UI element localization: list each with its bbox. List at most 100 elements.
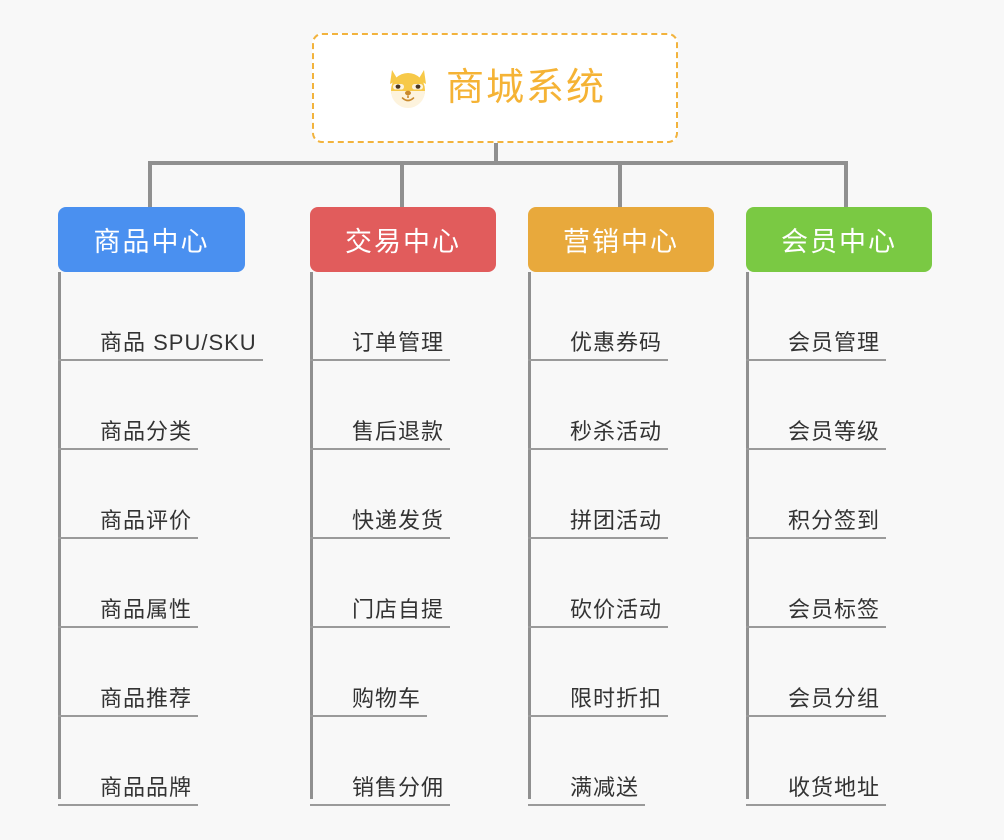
leaf-item[interactable]: 秒杀活动 (528, 361, 714, 450)
connector-drop-1 (148, 161, 152, 208)
branch-header-4[interactable]: 会员中心 (746, 207, 932, 272)
leaf-item[interactable]: 商品推荐 (58, 628, 245, 717)
leaf-underline (310, 626, 450, 628)
leaf-label: 商品品牌 (100, 774, 193, 800)
leaf-item[interactable]: 商品 SPU/SKU (58, 272, 263, 361)
leaf-underline (310, 359, 450, 361)
leaf-label: 收货地址 (788, 774, 881, 800)
leaf-underline (528, 804, 645, 806)
leaf-item[interactable]: 拼团活动 (528, 450, 714, 539)
leaf-label: 会员等级 (788, 418, 881, 444)
leaf-underline (746, 359, 886, 361)
connector-drop-3 (618, 161, 622, 208)
branch-column-2: 交易中心订单管理售后退款快递发货门店自提购物车销售分佣 (310, 207, 496, 806)
branch-header-2[interactable]: 交易中心 (310, 207, 496, 272)
leaf-item[interactable]: 会员标签 (746, 539, 932, 628)
branch-spine-1 (58, 272, 61, 799)
leaf-underline (310, 448, 450, 450)
leaf-item[interactable]: 会员分组 (746, 628, 932, 717)
shiba-dog-icon (384, 64, 432, 112)
branch-spine-3 (528, 272, 531, 799)
leaf-item[interactable]: 快递发货 (310, 450, 496, 539)
leaf-item[interactable]: 满减送 (528, 717, 714, 806)
connector-root-stem (494, 143, 498, 164)
leaf-item[interactable]: 订单管理 (310, 272, 496, 361)
leaf-label: 会员分组 (788, 685, 881, 711)
branch-header-3[interactable]: 营销中心 (528, 207, 714, 272)
branch-column-3: 营销中心优惠券码秒杀活动拼团活动砍价活动限时折扣满减送 (528, 207, 714, 806)
leaf-item[interactable]: 砍价活动 (528, 539, 714, 628)
branch-column-1: 商品中心商品 SPU/SKU 商品分类商品评价商品属性商品推荐商品品牌 (58, 207, 263, 806)
leaf-label: 售后退款 (352, 418, 445, 444)
leaf-label: 积分签到 (788, 507, 881, 533)
leaf-underline (58, 448, 198, 450)
leaf-label: 会员标签 (788, 596, 881, 622)
leaf-underline (746, 537, 886, 539)
leaf-underline (528, 448, 668, 450)
leaf-underline (746, 715, 886, 717)
branch-header-label: 会员中心 (781, 227, 897, 257)
leaf-label: 满减送 (570, 774, 640, 800)
leaf-label: 商品分类 (100, 418, 193, 444)
leaf-underline (746, 626, 886, 628)
leaf-underline (310, 537, 450, 539)
leaf-label: 拼团活动 (570, 507, 663, 533)
leaf-label: 购物车 (352, 685, 422, 711)
leaf-label: 门店自提 (352, 596, 445, 622)
leaf-item[interactable]: 会员管理 (746, 272, 932, 361)
branch-column-4: 会员中心会员管理会员等级积分签到会员标签会员分组收货地址 (746, 207, 932, 806)
branch-header-1[interactable]: 商品中心 (58, 207, 245, 272)
leaf-list-4: 会员管理会员等级积分签到会员标签会员分组收货地址 (746, 272, 932, 806)
leaf-item[interactable]: 商品评价 (58, 450, 245, 539)
connector-drop-2 (400, 161, 404, 208)
leaf-underline (528, 537, 668, 539)
connector-horizontal-bus (148, 161, 848, 165)
leaf-label: 快递发货 (352, 507, 445, 533)
root-node[interactable]: 商城系统 (312, 33, 678, 143)
leaf-underline (58, 626, 198, 628)
leaf-label: 销售分佣 (352, 774, 445, 800)
leaf-list-3: 优惠券码秒杀活动拼团活动砍价活动限时折扣满减送 (528, 272, 714, 806)
leaf-underline (528, 359, 668, 361)
leaf-underline (58, 359, 263, 361)
leaf-underline (746, 804, 886, 806)
leaf-label: 商品评价 (100, 507, 193, 533)
root-title: 商城系统 (445, 67, 606, 109)
leaf-item[interactable]: 商品属性 (58, 539, 245, 628)
branch-spine-2 (310, 272, 313, 799)
leaf-item[interactable]: 限时折扣 (528, 628, 714, 717)
leaf-underline (310, 804, 450, 806)
leaf-underline (746, 448, 886, 450)
leaf-item[interactable]: 积分签到 (746, 450, 932, 539)
connector-drop-4 (844, 161, 848, 208)
leaf-item[interactable]: 销售分佣 (310, 717, 496, 806)
leaf-item[interactable]: 商品分类 (58, 361, 245, 450)
leaf-underline (528, 715, 668, 717)
leaf-item[interactable]: 门店自提 (310, 539, 496, 628)
leaf-item[interactable]: 商品品牌 (58, 717, 245, 806)
branch-header-label: 交易中心 (345, 227, 461, 257)
leaf-item[interactable]: 优惠券码 (528, 272, 714, 361)
leaf-item[interactable]: 售后退款 (310, 361, 496, 450)
leaf-label: 商品推荐 (100, 685, 193, 711)
branch-header-label: 营销中心 (563, 227, 679, 257)
leaf-underline (310, 715, 427, 717)
leaf-label: 商品 SPU/SKU (100, 329, 257, 355)
leaf-label: 优惠券码 (570, 329, 663, 355)
leaf-item[interactable]: 购物车 (310, 628, 496, 717)
leaf-underline (58, 715, 198, 717)
leaf-underline (528, 626, 668, 628)
leaf-label: 订单管理 (352, 329, 445, 355)
branch-header-label: 商品中心 (93, 227, 210, 257)
leaf-label: 限时折扣 (570, 685, 663, 711)
branch-spine-4 (746, 272, 749, 799)
leaf-label: 秒杀活动 (570, 418, 663, 444)
leaf-underline (58, 804, 198, 806)
leaf-item[interactable]: 收货地址 (746, 717, 932, 806)
leaf-item[interactable]: 会员等级 (746, 361, 932, 450)
leaf-label: 砍价活动 (570, 596, 663, 622)
leaf-list-2: 订单管理售后退款快递发货门店自提购物车销售分佣 (310, 272, 496, 806)
leaf-list-1: 商品 SPU/SKU 商品分类商品评价商品属性商品推荐商品品牌 (58, 272, 263, 806)
leaf-label: 商品属性 (100, 596, 193, 622)
